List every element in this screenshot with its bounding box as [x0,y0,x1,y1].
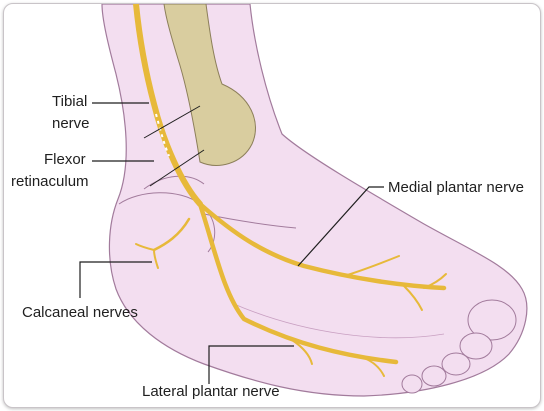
foot-nerve-diagram: Tibial nerve Flexor retinaculum Medial p… [11,4,528,400]
foot-silhouette [101,4,528,397]
calcaneal-nerve-trunk [152,217,191,252]
toe-5 [401,374,423,394]
leader-lateral-plantar [208,345,294,384]
toe-big [467,299,517,341]
lateral-branch-2 [363,357,385,377]
medial-branch-2 [403,285,423,311]
tibial-nerve [134,4,202,206]
lateral-plantar-nerve [198,202,398,364]
flexor-retinaculum-label-line1: Flexor [44,151,86,168]
leader-calcaneal [79,261,152,298]
flexor-retinaculum [143,105,205,187]
toe-3 [441,352,471,376]
diagram-frame: Tibial nerve Flexor retinaculum Medial p… [3,3,541,408]
flexor-retinaculum-label-line2: retinaculum [11,173,89,190]
lateral-plantar-nerve-label: Lateral plantar nerve [142,383,280,400]
tibia-bone [163,4,256,166]
tibial-nerve-label-line1: Tibial [52,93,87,110]
tibial-nerve-label-line2: nerve [52,115,90,132]
calcaneal-branch-2 [153,249,159,269]
medial-branch-1 [343,255,400,277]
medial-plantar-nerve [198,202,446,290]
medial-plantar-nerve-label: Medial plantar nerve [388,179,524,196]
calcaneal-branch-1 [135,243,155,251]
sole-contour [233,303,445,339]
calcaneal-nerves-label: Calcaneal nerves [22,304,138,321]
ankle-contour [143,175,205,190]
lateral-branch-1 [291,339,313,365]
toe-4 [421,365,447,387]
toe-2 [459,332,493,360]
nerve-paths [133,4,447,377]
leader-medial-plantar [297,186,384,267]
medial-branch-3 [423,273,447,289]
tibial-nerve-dashed-under-retinaculum [155,113,170,157]
toes [401,299,517,394]
